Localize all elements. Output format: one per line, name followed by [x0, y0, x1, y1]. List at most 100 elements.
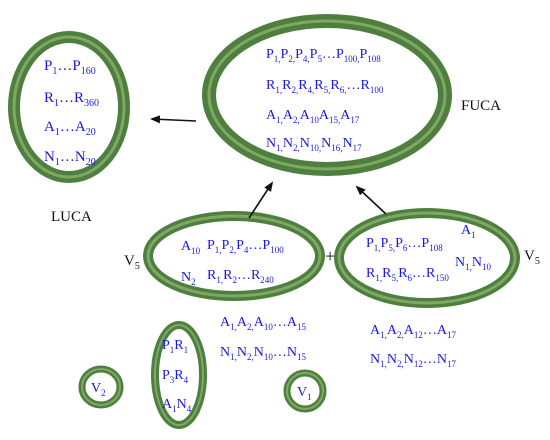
fuca-label: FUCA: [461, 98, 501, 114]
symbol-text: …P: [248, 238, 270, 253]
symbol-text: R: [44, 90, 54, 106]
symbol-text: N: [300, 136, 310, 151]
symbol-text: R: [298, 78, 308, 93]
subscript: 1,: [374, 243, 381, 253]
symbol-text: N: [181, 270, 191, 285]
arrow-left-v5-to-fuca: [248, 181, 274, 219]
symbol-text: A: [387, 323, 398, 338]
arrow-fuca-to-luca: [150, 115, 197, 124]
subscript: 17: [353, 143, 363, 153]
symbol-text: P: [281, 47, 289, 62]
subscript: 5,: [391, 273, 398, 283]
subscript: 17: [350, 115, 360, 125]
symbol-text: …R: [237, 268, 261, 283]
subscript: 4,: [303, 54, 310, 64]
symbol-text: …N: [423, 352, 447, 367]
right-v5-cell: [334, 208, 520, 308]
subscript: 1: [172, 404, 177, 414]
subscript: 1,: [380, 330, 387, 340]
subscript: 3: [170, 375, 175, 385]
symbol-text: N: [237, 345, 247, 360]
subscript: 10,: [310, 143, 321, 153]
symbol-text: N: [404, 352, 414, 367]
symbol-text: N: [220, 345, 230, 360]
right-v5-below-1: A1,A2,A12…A17: [370, 323, 457, 340]
subscript: 1,: [275, 85, 282, 95]
symbol-text: R: [314, 78, 324, 93]
symbol-text: P: [395, 236, 403, 251]
subscript: 1,: [276, 143, 283, 153]
fuca-line-2: R1,R2,R4,R5,R6,…R100: [266, 78, 384, 95]
subscript: 5,: [388, 243, 395, 253]
subscript: 15: [297, 322, 307, 332]
symbol-text: P: [162, 368, 170, 383]
symbol-text: A: [44, 119, 55, 135]
symbol-text: R: [174, 338, 184, 353]
subscript: 5: [317, 54, 322, 64]
left-v5-label: V5: [124, 253, 140, 272]
luca-cell: [8, 31, 130, 183]
subscript: 1: [54, 98, 59, 109]
symbol-text: A: [319, 108, 330, 123]
subscript: 15,: [329, 115, 340, 125]
left-v5-line-a2: N2: [181, 270, 196, 287]
symbol-text: R: [174, 368, 184, 383]
symbol-text: R: [207, 268, 217, 283]
symbol-text: A: [266, 108, 277, 123]
symbol-text: A: [340, 108, 351, 123]
small-cell: [151, 321, 207, 429]
left-v5-below-2: N1,N2,N10…N15: [220, 345, 307, 362]
symbol-text: …N: [273, 345, 297, 360]
subscript: 1: [55, 127, 60, 138]
subscript: 1: [52, 66, 57, 77]
symbol-text: P: [222, 238, 230, 253]
plus-sign: +: [325, 246, 335, 266]
symbol-text: P: [236, 238, 244, 253]
symbol-text: N: [177, 397, 187, 412]
subscript: 6,: [340, 85, 347, 95]
symbol-text: R: [223, 268, 233, 283]
symbol-text: N: [44, 149, 55, 165]
subscript: 10: [310, 115, 320, 125]
symbol-text: N: [283, 136, 293, 151]
subscript: 17: [447, 330, 457, 340]
subscript: 100: [370, 85, 384, 95]
subscript: 1,: [274, 54, 281, 64]
right-v5-label: V5: [524, 248, 540, 267]
symbol-text: N: [266, 136, 276, 151]
symbol-text: N: [321, 136, 331, 151]
v1-cell: [283, 369, 327, 413]
subscript: 100: [270, 245, 284, 255]
subscript: 100,: [344, 54, 360, 64]
subscript: 1,: [375, 273, 382, 283]
small-cell-line-3: A1N4: [162, 397, 192, 414]
subscript: 2,: [291, 85, 298, 95]
fuca-line-3: A1,A2,A10A15,A17: [266, 108, 360, 125]
subscript: 4: [184, 375, 189, 385]
symbol-text: N: [254, 345, 264, 360]
subscript: 10: [482, 262, 492, 272]
subscript: 1,: [216, 275, 223, 285]
subscript: 15: [297, 352, 307, 362]
subscript: 1: [55, 157, 60, 168]
symbol-text: R: [266, 78, 276, 93]
subscript: 4,: [308, 85, 315, 95]
left-v5-cell: [143, 211, 325, 301]
small-cell-line-2: P3R4: [162, 368, 189, 385]
symbol-text: …N: [60, 149, 86, 165]
left-v5-below-1: A1,A2,A10…A15: [220, 315, 307, 332]
symbol-text: N: [455, 255, 465, 270]
symbol-text: R: [398, 266, 408, 281]
symbol-text: P: [359, 47, 367, 62]
symbol-text: A: [181, 239, 192, 254]
symbol-text: R: [282, 78, 292, 93]
symbol-text: …R: [59, 90, 84, 106]
symbol-text: R: [382, 266, 392, 281]
subscript: 2,: [397, 330, 404, 340]
subscript: 1,: [380, 359, 387, 369]
subscript: 1,: [230, 322, 237, 332]
right-v5-below-2: N1,N2,N12…N17: [370, 352, 457, 369]
fuca-line-4: N1,N2,N10,N16,N17: [266, 136, 362, 153]
symbol-text: P: [310, 47, 318, 62]
